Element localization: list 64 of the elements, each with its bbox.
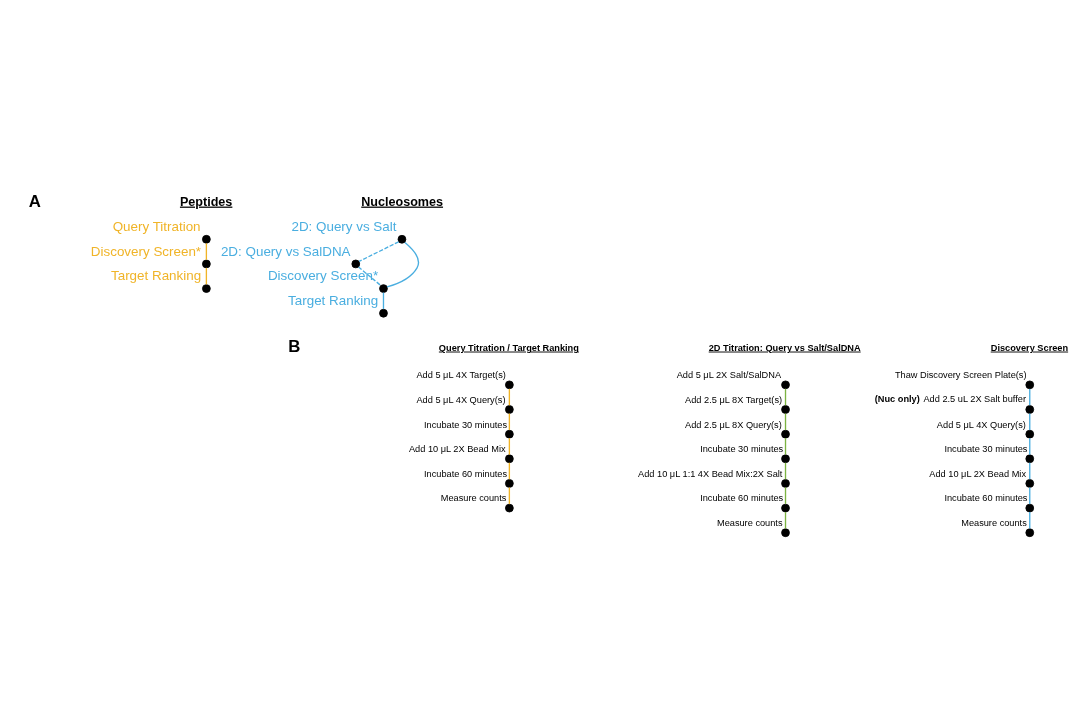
node-circle bbox=[202, 259, 211, 269]
node-circle bbox=[1025, 405, 1035, 414]
node-circle bbox=[781, 454, 790, 464]
node-circle bbox=[202, 234, 211, 244]
node-label: Add 5 μL 4X Query(s) bbox=[936, 419, 1026, 430]
node-label: Add 10 μL 2X Bead Mix bbox=[929, 468, 1027, 479]
node-circle bbox=[505, 454, 514, 464]
node-label: Query Titration bbox=[112, 218, 201, 234]
node-circle bbox=[781, 479, 790, 488]
node-label: Discovery Screen* bbox=[267, 268, 379, 284]
node-label: Measure counts bbox=[961, 518, 1027, 529]
node-label: Add 10 μL 2X Bead Mix bbox=[408, 444, 506, 455]
node-circle bbox=[1025, 503, 1035, 513]
node-label: Add 5 μL 4X Query(s) bbox=[416, 394, 506, 405]
node-circle bbox=[397, 234, 407, 244]
node-circle bbox=[379, 308, 388, 318]
node-label: Add 5 μL 4X Target(s) bbox=[416, 370, 506, 381]
node-label: Discovery Screen* bbox=[90, 243, 202, 259]
node-circle bbox=[202, 284, 211, 293]
node-circle bbox=[505, 479, 514, 488]
node-circle bbox=[781, 380, 790, 390]
node-circle bbox=[781, 405, 790, 414]
node-label: Incubate 60 minutes bbox=[424, 468, 508, 479]
label: B bbox=[288, 337, 301, 357]
label: Peptides bbox=[179, 194, 233, 209]
node-label: Add 2.5 μL 8X Query(s) bbox=[685, 419, 782, 430]
connector bbox=[358, 241, 400, 263]
node-label: Measure counts bbox=[716, 518, 783, 529]
node-circle bbox=[781, 528, 790, 538]
node-label: Measure counts bbox=[440, 493, 507, 504]
node-circle bbox=[1025, 429, 1035, 439]
node-circle bbox=[781, 503, 790, 513]
node-circle bbox=[505, 503, 514, 513]
node-label: Incubate 30 minutes bbox=[424, 419, 508, 430]
node-label: Add 2.5 μL 8X Target(s) bbox=[685, 394, 783, 405]
node-circle bbox=[781, 429, 790, 439]
label: Discovery Screen bbox=[990, 342, 1069, 353]
node-label: Incubate 30 minutes bbox=[700, 444, 784, 455]
node-circle bbox=[505, 429, 514, 439]
connector bbox=[386, 241, 420, 288]
node-label: Target Ranking bbox=[110, 268, 202, 284]
label: Query Titration / Target Ranking bbox=[438, 342, 579, 353]
label: A bbox=[28, 191, 41, 211]
label: 2D Titration: Query vs Salt/SalDNA bbox=[708, 342, 861, 353]
node-circle bbox=[1025, 479, 1035, 488]
node-circle bbox=[1025, 380, 1035, 390]
node-label: (Nuc only) Add 2.5 uL 2X Salt buffer bbox=[874, 394, 1026, 405]
node-label: Incubate 60 minutes bbox=[944, 493, 1028, 504]
node-label: Thaw Discovery Screen Plate(s) bbox=[894, 370, 1027, 381]
connector bbox=[357, 266, 382, 287]
node-circle bbox=[1025, 454, 1035, 464]
node-label: Add 10 μL 1:1 4X Bead Mix:2X Salt bbox=[638, 468, 783, 479]
node-label: 2D: Query vs Salt bbox=[291, 218, 397, 234]
node-label: Incubate 30 minutes bbox=[944, 444, 1028, 455]
node-label: 2D: Query vs SalDNA bbox=[220, 243, 351, 259]
node-label: Incubate 60 minutes bbox=[700, 493, 784, 504]
label: Nucleosomes bbox=[361, 194, 444, 209]
node-circle bbox=[351, 259, 361, 269]
node-label: Add 5 μL 2X Salt/SalDNA bbox=[676, 370, 782, 381]
node-circle bbox=[1025, 528, 1035, 538]
node-label: Target Ranking bbox=[288, 292, 379, 308]
node-circle bbox=[505, 380, 514, 390]
node-circle bbox=[379, 284, 388, 293]
node-circle bbox=[505, 405, 514, 414]
